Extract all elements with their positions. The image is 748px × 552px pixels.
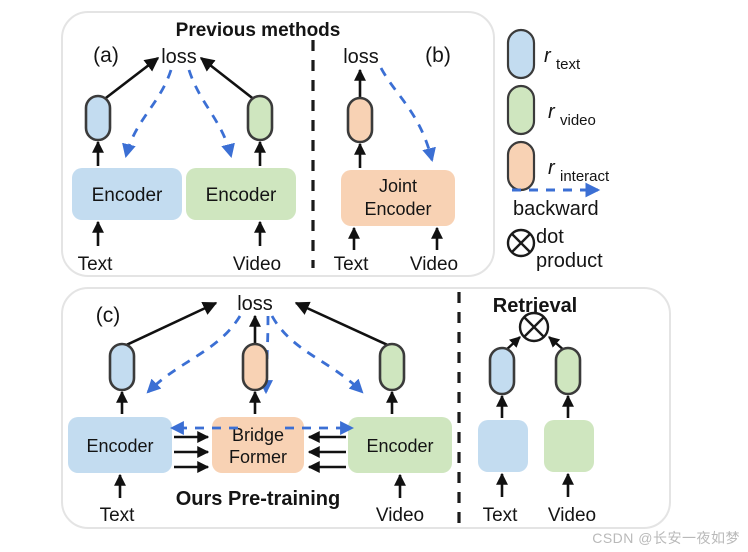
legend-r-interact-subscript: interact — [560, 168, 610, 185]
panel-c-r-video-pill — [378, 342, 406, 392]
legend-item-r-text: r text — [506, 28, 581, 80]
panel-a-text-input-label: Text — [78, 254, 114, 275]
legend-item-r-video: r video — [506, 84, 596, 136]
csdn-watermark: CSDN @长安一夜如梦 — [592, 530, 740, 546]
panel-label-a: (a) — [93, 44, 119, 67]
panel-c-r-interact-pill — [241, 342, 269, 392]
panel-c-backward-to-text-encoder — [146, 315, 242, 394]
circled-times-icon — [506, 228, 536, 258]
retrieval-r-text-pill — [488, 346, 516, 396]
panel-a-video-input-label: Video — [233, 254, 281, 275]
panel-b-r-interact-pill — [346, 96, 374, 144]
panel-a-text-to-loss-arrow — [97, 56, 160, 106]
panel-c-r-text-pill — [108, 342, 136, 392]
legend-dot-label-line2: product — [536, 250, 603, 272]
panel-c-backward-to-video-encoder — [270, 315, 364, 394]
legend-r-video-symbol: r — [548, 101, 556, 123]
retrieval-video-input-label: Video — [548, 505, 596, 526]
green-pill-icon — [506, 84, 536, 136]
panel-a-backward-to-text-encoder — [122, 69, 173, 159]
panel-c-video-to-loss-arrow — [294, 301, 393, 349]
panel-c-loss-label: loss — [237, 293, 273, 315]
retrieval-r-video-pill — [554, 346, 582, 396]
panel-b-loss-label: loss — [343, 46, 379, 68]
legend: r text r video r interact backward — [506, 28, 610, 272]
panel-c-text-encoder-box — [68, 417, 172, 473]
legend-r-video-subscript: video — [560, 112, 596, 129]
panel-c-video-encoder-label: Encoder — [366, 436, 433, 456]
legend-item-r-interact: r interact — [506, 140, 610, 192]
panel-c-bridge-former-label-line2: Former — [229, 447, 287, 467]
panel-b-text-input-label: Text — [334, 254, 370, 275]
orange-pill-icon — [506, 140, 536, 192]
panel-b-backward-to-joint-encoder — [379, 67, 436, 163]
panel-b-video-input-label: Video — [410, 254, 458, 275]
panel-b-joint-encoder-label-line2: Encoder — [364, 199, 431, 219]
subpanel-b: (b) loss Joint Encoder Text Video — [334, 44, 459, 275]
ours-pretraining-panel-border — [61, 287, 671, 529]
legend-dot-label-line1: dot — [536, 226, 564, 248]
retrieval-text-input-label: Text — [483, 505, 519, 526]
legend-r-text-subscript: text — [556, 56, 581, 73]
panel-a-video-to-loss-arrow — [199, 56, 261, 106]
panel-a-video-encoder-label: Encoder — [206, 185, 277, 206]
panel-a-loss-label: loss — [161, 46, 197, 68]
panel-previous-methods: Previous methods (a) loss Encoder E — [61, 11, 495, 277]
panel-c-bridge-former-label-line1: Bridge — [232, 425, 284, 445]
panel-c-bridge-former-box — [212, 417, 304, 473]
subpanel-a: (a) loss Encoder Encoder Text — [72, 44, 296, 275]
panel-a-text-encoder-label: Encoder — [92, 185, 163, 206]
panel-a-r-text-pill — [84, 94, 112, 142]
panel-c-text-to-loss-arrow — [121, 301, 218, 349]
legend-r-text-symbol: r — [544, 45, 552, 67]
panel-label-b: (b) — [425, 44, 451, 67]
panel-a-r-video-pill — [246, 94, 274, 142]
panel-ours-pretraining: (c) loss Encoder Bridge Former — [61, 287, 671, 529]
legend-item-dot-product: dot product — [506, 226, 603, 272]
panel-c-video-input-label: Video — [376, 505, 424, 526]
panel-label-c: (c) — [96, 304, 121, 327]
subpanel-c: (c) loss Encoder Bridge Former — [68, 293, 452, 526]
ours-pretraining-caption: Ours Pre-training — [176, 488, 340, 510]
legend-item-backward: backward — [512, 182, 601, 220]
subpanel-retrieval: Retrieval Text Video — [478, 295, 596, 526]
legend-backward-label: backward — [513, 198, 599, 220]
retrieval-text-encoder-box — [478, 420, 528, 472]
panel-c-text-encoder-label: Encoder — [86, 436, 153, 456]
retrieval-dot-product-icon — [518, 311, 550, 343]
legend-r-interact-symbol: r — [548, 157, 556, 179]
panel-b-joint-encoder-label-line1: Joint — [379, 176, 417, 196]
panel-b-joint-encoder-box — [341, 170, 455, 226]
panel-a-text-encoder-box — [72, 168, 182, 220]
retrieval-title: Retrieval — [493, 295, 578, 317]
retrieval-video-encoder-box — [544, 420, 594, 472]
previous-methods-title: Previous methods — [176, 20, 341, 41]
blue-pill-icon — [506, 28, 536, 80]
panel-c-text-input-label: Text — [100, 505, 136, 526]
panel-a-video-encoder-box — [186, 168, 296, 220]
panel-c-video-encoder-box — [348, 417, 452, 473]
